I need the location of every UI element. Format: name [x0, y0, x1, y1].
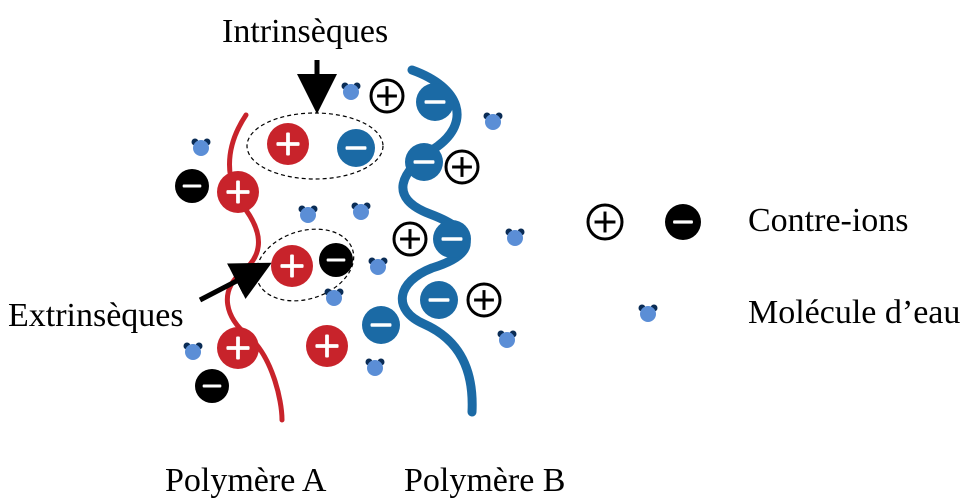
counter-ion-plus-icon	[466, 282, 502, 318]
extrinsic-pair-ellipse	[255, 228, 355, 302]
legend-water-icon	[638, 304, 658, 322]
polymer-b-charge-minus-icon	[405, 143, 443, 181]
extrinsic-label: Extrinsèques	[8, 297, 184, 334]
water-molecule-icon	[505, 228, 525, 246]
legend-plus-icon	[586, 203, 624, 241]
counter-ion-plus-icon	[444, 149, 480, 185]
water-molecule-icon	[351, 202, 371, 220]
intrinsic-label: Intrinsèques	[222, 13, 388, 50]
polymer-b-charge-minus-icon	[420, 281, 458, 319]
polymer-a-charge-plus-icon	[306, 325, 348, 367]
legend: Contre-ions Molécule d’eau	[586, 202, 960, 331]
polymer-b-charge-minus-icon	[337, 129, 375, 167]
water-molecule-icon	[298, 205, 318, 223]
counter-ion-minus-icon	[195, 369, 229, 403]
polymer-b-label: Polymère B	[404, 462, 565, 498]
polymer-b-charge-minus-icon	[433, 220, 471, 258]
water-molecule-icon	[341, 82, 361, 100]
water-molecule-icon	[483, 112, 503, 130]
polymer-a-label: Polymère A	[165, 462, 327, 498]
polymer-b-charge-minus-icon	[416, 83, 454, 121]
water-molecule-icon	[368, 257, 388, 275]
extrinsic-arrow	[198, 262, 272, 303]
counter-ion-minus-icon	[175, 169, 209, 203]
polymer-a-charge-plus-icon	[217, 171, 259, 213]
legend-minus-icon-shape	[665, 204, 701, 240]
counter-ion-plus-icon	[392, 221, 428, 257]
counter-ion-plus-icon	[369, 78, 405, 114]
legend-minus-icon	[665, 204, 701, 240]
polymer-a-charge-plus-icon	[267, 123, 309, 165]
water-molecule-icon	[365, 358, 385, 376]
polymer-a-charge-plus-icon	[217, 327, 259, 369]
counter-ion-minus-icon	[319, 243, 353, 277]
polymer-b-charge-minus-icon	[362, 306, 400, 344]
polymer-a-charge-plus-icon	[271, 245, 313, 287]
legend-water-label: Molécule d’eau	[748, 294, 960, 331]
intrinsic-pair-ellipse	[246, 112, 384, 180]
legend-water-icon-shape	[638, 304, 658, 322]
legend-plus-icon-shape	[586, 203, 624, 241]
water-molecule-icon	[183, 342, 203, 360]
water-molecule-icon	[497, 330, 517, 348]
legend-counter-ions-label: Contre-ions	[748, 202, 909, 239]
water-molecule-icon	[324, 288, 344, 306]
water-molecule-icon	[191, 138, 211, 156]
